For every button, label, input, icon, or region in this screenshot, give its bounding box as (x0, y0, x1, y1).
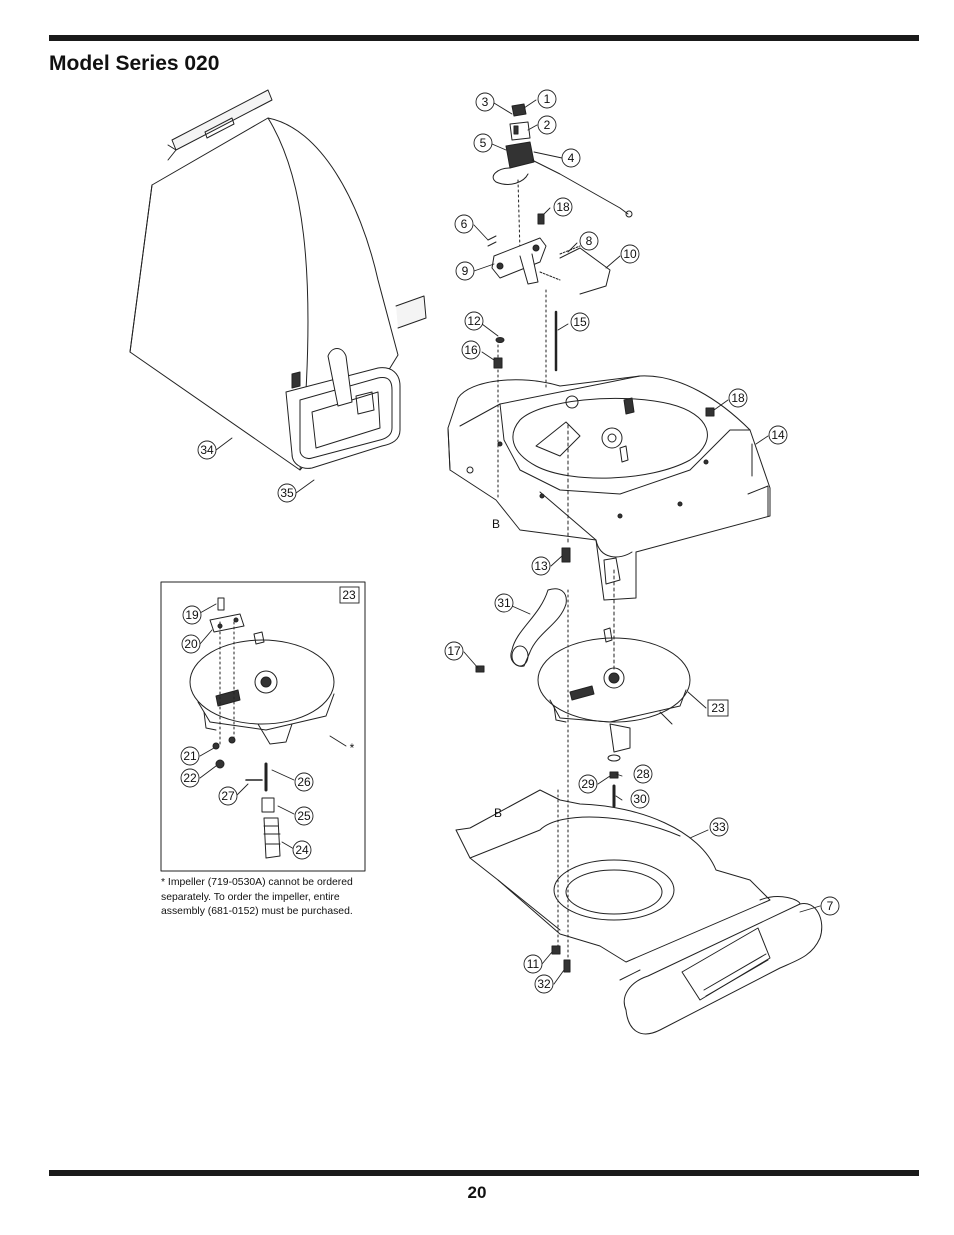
callout-28: 28 (636, 767, 650, 781)
callout-29: 29 (581, 777, 595, 791)
callout-10: 10 (623, 247, 637, 261)
callout-24: 24 (295, 843, 309, 857)
callout-4: 4 (568, 151, 575, 165)
callout-35: 35 (280, 486, 294, 500)
callout-33: 33 (712, 820, 726, 834)
callout-22: 22 (183, 771, 197, 785)
front-rail (619, 896, 823, 1035)
callout-30: 30 (633, 792, 647, 806)
callout-2: 2 (544, 118, 551, 132)
top-rule (49, 35, 919, 41)
impeller-asterisk: * (350, 741, 355, 755)
callout-3: 3 (482, 95, 489, 109)
callout-6: 6 (461, 217, 468, 231)
discharge-chute (510, 588, 567, 667)
callout-32: 32 (537, 977, 551, 991)
callout-7: 7 (827, 899, 834, 913)
callout-25: 25 (297, 809, 311, 823)
callout-18-top: 18 (556, 200, 570, 214)
callout-20: 20 (184, 637, 198, 651)
switch-assembly (492, 103, 633, 253)
callout-17: 17 (447, 644, 461, 658)
callout-14: 14 (771, 428, 785, 442)
callout-23-main: 23 (711, 701, 725, 715)
bottom-rule (49, 1170, 919, 1176)
callout-11: 11 (527, 957, 540, 971)
callout-9: 9 (462, 264, 469, 278)
callout-15: 15 (573, 315, 587, 329)
callout-8: 8 (586, 234, 593, 248)
callout-5: 5 (480, 136, 487, 150)
callout-1: 1 (544, 92, 551, 106)
impeller-inset (160, 581, 366, 872)
reference-b-upper: B (492, 517, 500, 531)
callout-21: 21 (183, 749, 197, 763)
callout-16: 16 (464, 343, 478, 357)
leader-lines (199, 99, 821, 985)
base-pan (455, 589, 771, 973)
page-number: 20 (467, 1183, 487, 1202)
callout-13: 13 (534, 559, 548, 573)
bracket-assembly (487, 213, 611, 295)
callout-31: 31 (497, 596, 511, 610)
callout-19: 19 (185, 608, 199, 622)
callout-12: 12 (467, 314, 481, 328)
impeller-note: * Impeller (719-0530A) cannot be ordered… (161, 877, 353, 918)
impeller-assembly (537, 569, 691, 808)
callout-27: 27 (221, 789, 235, 803)
page-title: Model Series 020 (49, 52, 220, 75)
callout-18-right: 18 (731, 391, 745, 405)
callout-34: 34 (200, 443, 214, 457)
callout-23-inset: 23 (342, 588, 356, 602)
grass-bag (129, 89, 427, 471)
blower-housing (447, 289, 771, 601)
reference-b-lower: B (494, 806, 502, 820)
callout-26: 26 (297, 775, 311, 789)
